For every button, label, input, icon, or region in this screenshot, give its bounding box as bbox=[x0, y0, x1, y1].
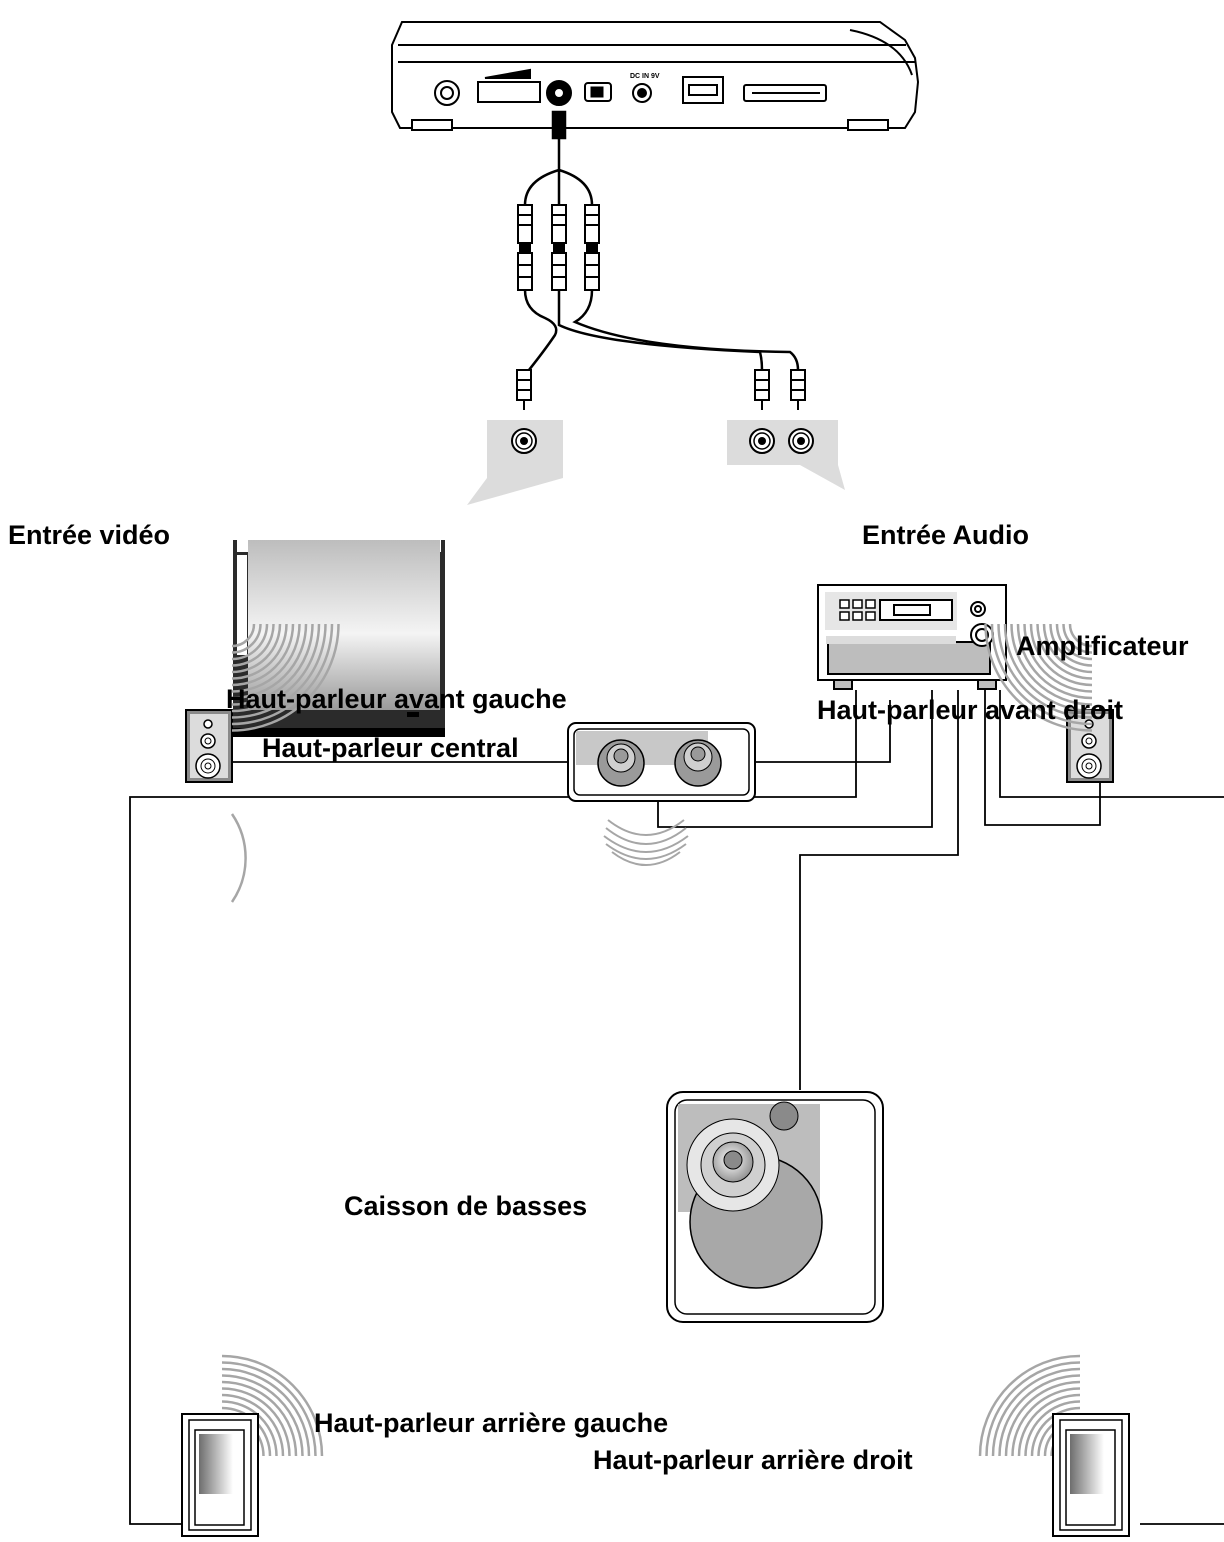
subwoofer bbox=[666, 1091, 884, 1323]
dc-port-label: DC IN 9V bbox=[630, 73, 660, 80]
center-speaker-label: Haut-parleur central bbox=[262, 733, 519, 763]
subwoofer-label: Caisson de basses bbox=[344, 1191, 588, 1221]
sound-wave-arc bbox=[221, 1354, 324, 1457]
audio-input-callout bbox=[727, 420, 845, 490]
front-right-waves bbox=[984, 623, 1093, 732]
sound-wave-arc bbox=[1024, 1400, 1081, 1457]
sound-wave-arc bbox=[1030, 1406, 1081, 1457]
sound-wave-arc bbox=[1023, 623, 1093, 693]
sound-wave-arc bbox=[221, 1380, 298, 1457]
sound-wave-arc bbox=[221, 1367, 311, 1457]
rear-right-speaker bbox=[1052, 1413, 1130, 1537]
sound-wave-arc bbox=[1055, 623, 1093, 661]
sound-wave-arc bbox=[1010, 623, 1093, 706]
sound-wave-arc bbox=[1017, 1393, 1081, 1457]
rear-left-speaker bbox=[181, 1413, 259, 1537]
amplifier-unit bbox=[817, 584, 1007, 690]
sound-wave-arc bbox=[231, 623, 308, 700]
sound-wave-arc bbox=[1029, 623, 1093, 687]
sound-wave-arc bbox=[231, 623, 327, 719]
front-left-speaker bbox=[185, 709, 233, 783]
amplifier-label: Amplificateur bbox=[1016, 631, 1189, 661]
sound-wave-arc bbox=[231, 623, 314, 706]
sound-wave-arc bbox=[231, 623, 269, 661]
front-right-speaker-label: Haut-parleur avant droit bbox=[817, 695, 1124, 725]
video-input-callout bbox=[467, 420, 563, 505]
sound-wave-arc bbox=[231, 623, 282, 674]
sound-wave-arc bbox=[231, 623, 301, 693]
sound-wave-arc bbox=[231, 623, 275, 667]
sound-wave-arc bbox=[221, 1393, 285, 1457]
sound-wave-arc bbox=[1016, 623, 1093, 700]
sound-wave-arc bbox=[221, 1374, 304, 1457]
sound-wave-arc bbox=[1036, 623, 1093, 680]
front-left-sound-waves bbox=[230, 813, 247, 903]
center-speaker bbox=[567, 722, 756, 802]
sound-wave-arc bbox=[1042, 623, 1093, 674]
sound-wave-arc bbox=[998, 1374, 1081, 1457]
audio-input-label: Entrée Audio bbox=[862, 520, 1030, 550]
front-left-speaker-label: Haut-parleur avant gauche bbox=[226, 684, 567, 714]
sound-wave-arc bbox=[231, 623, 334, 726]
sound-wave-arc bbox=[221, 1400, 278, 1457]
av-cable bbox=[523, 110, 800, 376]
sound-wave-arc bbox=[221, 1361, 317, 1457]
video-input-label: Entrée vidéo bbox=[8, 520, 171, 550]
sound-wave-arc bbox=[231, 623, 321, 713]
rear-right-speaker-label: Haut-parleur arrière droit bbox=[593, 1445, 913, 1475]
sound-wave-arc bbox=[1068, 623, 1093, 648]
sound-wave-arc bbox=[1062, 623, 1093, 654]
cable-plugs bbox=[516, 204, 806, 410]
sound-wave-arc bbox=[1049, 623, 1093, 667]
sound-wave-arc bbox=[221, 1387, 291, 1457]
center-sound-waves bbox=[603, 819, 689, 866]
sound-wave-arc bbox=[990, 623, 1093, 726]
sound-wave-arc bbox=[997, 623, 1093, 719]
sound-wave-arc bbox=[231, 623, 256, 648]
sound-wave-arc bbox=[1003, 623, 1093, 713]
rear-left-speaker-label: Haut-parleur arrière gauche bbox=[314, 1408, 669, 1438]
sound-wave-arc bbox=[231, 623, 295, 687]
sound-wave-arc bbox=[978, 1354, 1081, 1457]
sound-wave-arc bbox=[1011, 1387, 1081, 1457]
sound-wave-arc bbox=[984, 623, 1093, 732]
sound-wave-arc bbox=[231, 623, 288, 680]
sound-wave-arc bbox=[231, 623, 262, 654]
front-left-waves bbox=[231, 623, 340, 732]
sound-wave-arc bbox=[1004, 1380, 1081, 1457]
portable-dvd-player bbox=[391, 21, 920, 131]
sound-wave-arc bbox=[991, 1367, 1081, 1457]
sound-wave-arc bbox=[231, 623, 340, 732]
sound-wave-arc bbox=[985, 1361, 1081, 1457]
